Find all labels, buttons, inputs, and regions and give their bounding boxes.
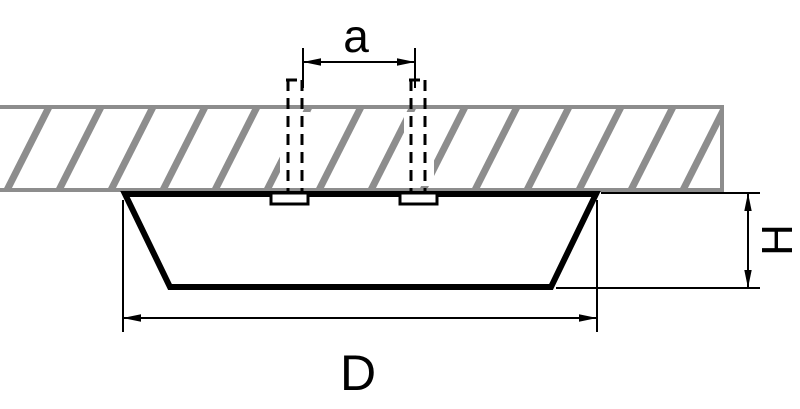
dimension-d: D xyxy=(122,200,598,401)
mounting-screw-left xyxy=(286,78,304,192)
mounting-clip-left xyxy=(269,191,310,206)
dimension-a-label: a xyxy=(343,10,369,62)
screw-clearance-right xyxy=(404,112,434,186)
dimension-h: H xyxy=(556,192,800,289)
fixture-body xyxy=(120,191,601,290)
screw-clearance-left xyxy=(280,112,310,186)
ceiling-section xyxy=(0,105,724,192)
mounting-screw-right xyxy=(409,78,427,192)
dimension-a: a xyxy=(302,10,416,88)
dimension-h-label: H xyxy=(753,224,800,256)
dimension-d-label: D xyxy=(340,345,376,401)
mounting-clip-right xyxy=(398,191,439,206)
